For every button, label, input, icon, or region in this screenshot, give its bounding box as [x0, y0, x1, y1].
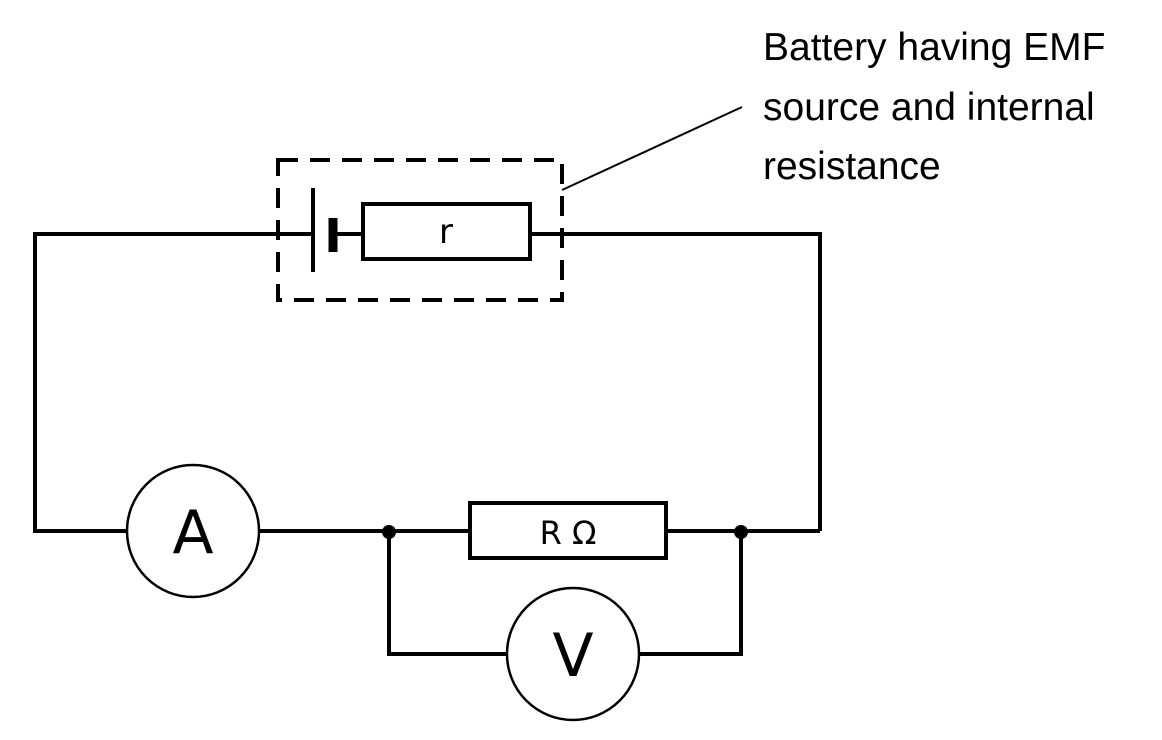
ammeter-label: A — [172, 498, 213, 568]
wire-voltmeter-right — [639, 532, 743, 656]
annotation-line-2: source and internal — [763, 86, 1095, 129]
load-resistor — [468, 501, 668, 560]
voltmeter-label: V — [552, 621, 593, 691]
voltmeter — [505, 586, 641, 722]
internal-resistor — [361, 202, 532, 261]
internal-resistor-label: r — [439, 212, 453, 252]
annotation-line-3: resistance — [763, 145, 941, 188]
ammeter — [125, 463, 261, 599]
wire-voltmeter-left — [387, 532, 507, 656]
wire-right-loop — [530, 232, 822, 531]
load-resistor-label: R Ω — [540, 514, 597, 552]
wire-left-loop — [33, 232, 313, 533]
annotation-leader-line — [561, 106, 743, 191]
battery-enclosure — [276, 158, 564, 302]
annotation-line-1: Battery having EMF — [763, 26, 1105, 69]
